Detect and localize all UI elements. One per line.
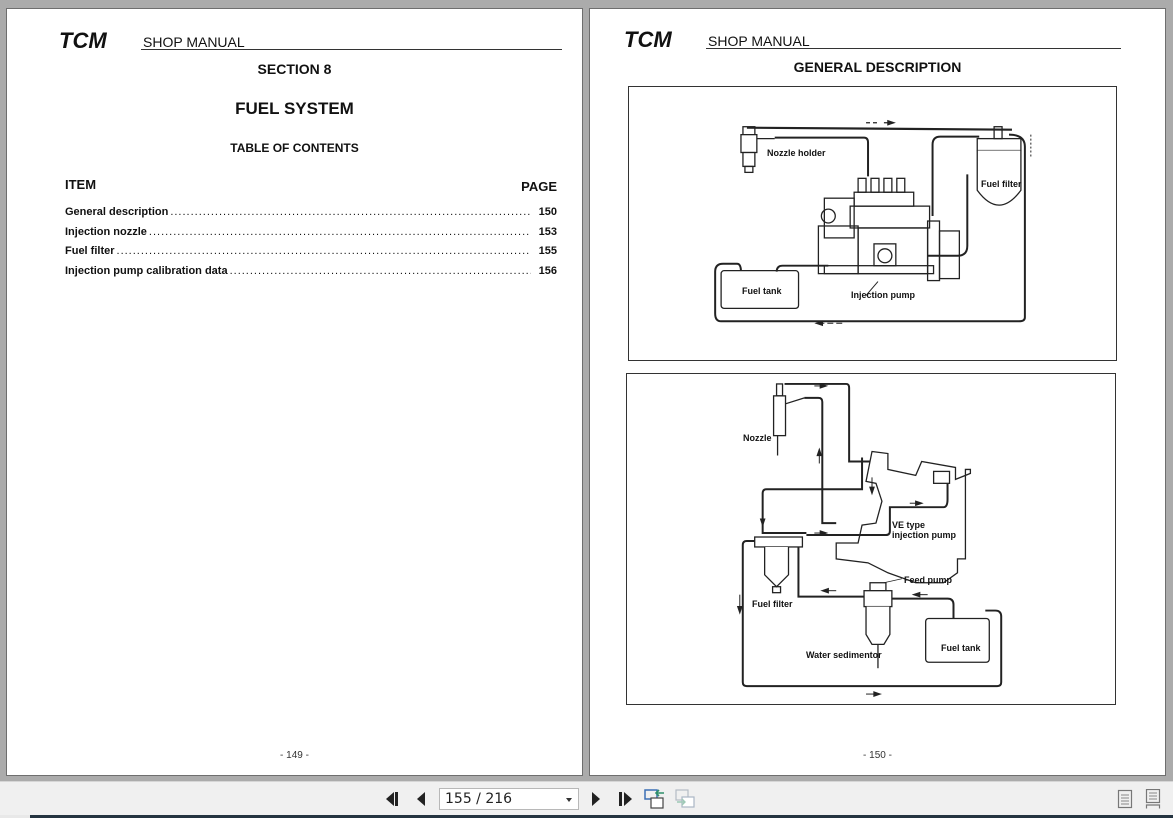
- section-title: GENERAL DESCRIPTION: [793, 59, 962, 75]
- svg-text:TCM: TCM: [624, 30, 672, 50]
- label-fuel-filter: Fuel filter: [752, 599, 793, 609]
- water-sedimentor-part: [863, 582, 893, 669]
- return-line: [746, 126, 1012, 131]
- document-viewport[interactable]: TCM SHOP MANUAL SECTION 8 FUEL SYSTEM TA…: [0, 0, 1173, 781]
- label-fuel-filter: Fuel filter: [981, 179, 1022, 189]
- label-water-sedimentor: Water sedimentor: [806, 650, 882, 660]
- label-ve-pump-line1: VE type: [892, 520, 926, 530]
- toc-header-item: ITEM: [65, 177, 97, 192]
- toc-row[interactable]: Injection pump calibration data ........…: [65, 265, 557, 285]
- continuous-page-icon: [1145, 789, 1161, 809]
- navigation-toolbar: [0, 781, 1173, 816]
- page-150: TCM SHOP MANUAL GENERAL DESCRIPTION: [589, 8, 1166, 776]
- toc-row[interactable]: Injection nozzle .......................…: [65, 226, 557, 246]
- previous-page-button[interactable]: [413, 789, 429, 809]
- fuel-system-drawing-2: [736, 382, 1003, 697]
- toc-item-label: Injection pump calibration data: [65, 265, 228, 278]
- section-title: FUEL SYSTEM: [235, 99, 354, 118]
- next-view-icon: [675, 789, 695, 808]
- last-page-button[interactable]: [614, 789, 634, 809]
- toc-header-page: PAGE: [521, 179, 557, 194]
- previous-view-icon: [644, 789, 664, 809]
- toc-list: General description ....................…: [65, 206, 557, 285]
- first-page-icon: [386, 792, 398, 806]
- toc-item-page: 156: [538, 265, 557, 278]
- label-injection-pump: Injection pump: [851, 290, 915, 300]
- continuous-view-button[interactable]: [1143, 789, 1163, 809]
- toc-item-label: General description: [65, 206, 169, 218]
- label-nozzle: Nozzle: [743, 433, 772, 443]
- toc-item-page: 150: [538, 206, 557, 218]
- label-ve-pump-line2: injection pump: [892, 530, 956, 540]
- fuel-tank-part: [720, 270, 800, 310]
- header-title: SHOP MANUAL: [708, 33, 810, 49]
- fuel-filter-part: [976, 126, 1022, 206]
- ve-injection-pump-part: [835, 450, 972, 584]
- section-number: SECTION 8: [257, 61, 332, 77]
- page-number: - 149 -: [280, 750, 309, 761]
- toc-item-page: 155: [538, 245, 557, 258]
- fuel-filter-part: [754, 536, 804, 594]
- label-feed-pump: Feed pump: [904, 575, 953, 585]
- label-fuel-tank: Fuel tank: [941, 643, 981, 653]
- toc-item-label: Injection nozzle: [65, 225, 147, 238]
- toc-item-page: 153: [538, 225, 557, 238]
- pump-fitting: [932, 470, 951, 484]
- tcm-logo: TCM: [624, 30, 672, 50]
- toc-leader: ........................................…: [170, 206, 531, 218]
- last-page-icon: [619, 792, 632, 806]
- in-line-pump-fuel-system-diagram: Nozzle holder Fuel filter Fuel tank Inje…: [628, 86, 1117, 361]
- flow-arrow-head: [814, 320, 824, 327]
- previous-view-button[interactable]: [643, 789, 667, 809]
- label-nozzle-holder: Nozzle holder: [767, 148, 826, 158]
- svg-text:TCM: TCM: [59, 31, 107, 51]
- previous-page-icon: [417, 792, 425, 806]
- label-fuel-tank: Fuel tank: [742, 286, 782, 296]
- toc-leader: ........................................…: [148, 225, 531, 238]
- next-page-button[interactable]: [588, 789, 604, 809]
- header-rule: [706, 48, 1121, 49]
- nozzle-part: [772, 383, 805, 456]
- tcm-logo: TCM: [59, 31, 107, 51]
- nozzle-holder-part: [740, 126, 775, 174]
- flow-arrow-head: [887, 119, 896, 126]
- page-number-input[interactable]: [445, 790, 560, 808]
- toc-row[interactable]: General description ....................…: [65, 206, 557, 226]
- toc-item-label: Fuel filter: [65, 245, 115, 258]
- toc-row[interactable]: Fuel filter ............................…: [65, 245, 557, 265]
- toc-title: TABLE OF CONTENTS: [230, 141, 359, 155]
- taskbar-thumb: [0, 815, 30, 818]
- taskbar-strip: [0, 815, 1173, 818]
- page-number: - 150 -: [863, 750, 892, 761]
- toc-leader: ........................................…: [116, 245, 531, 258]
- page-header: TCM SHOP MANUAL: [59, 31, 562, 51]
- chevron-down-icon[interactable]: [566, 798, 572, 802]
- ve-pump-fuel-system-diagram: Nozzle VE type injection pump Feed pump …: [626, 373, 1116, 705]
- page-number-select[interactable]: [439, 788, 579, 810]
- single-page-icon: [1117, 789, 1133, 809]
- injection-pump-part: [817, 177, 961, 296]
- toc-leader: ........................................…: [229, 265, 531, 278]
- fuel-tank-part: [925, 617, 990, 663]
- single-page-view-button[interactable]: [1115, 789, 1135, 809]
- header-title: SHOP MANUAL: [143, 34, 245, 50]
- first-page-button[interactable]: [384, 789, 404, 809]
- next-view-button[interactable]: [673, 789, 697, 809]
- header-rule: [141, 49, 562, 50]
- next-page-icon: [592, 792, 600, 806]
- page-header: TCM SHOP MANUAL: [624, 30, 1121, 50]
- page-149: TCM SHOP MANUAL SECTION 8 FUEL SYSTEM TA…: [6, 8, 583, 776]
- toc-header: ITEM PAGE: [65, 177, 557, 194]
- fuel-system-drawing-1: [714, 119, 1032, 327]
